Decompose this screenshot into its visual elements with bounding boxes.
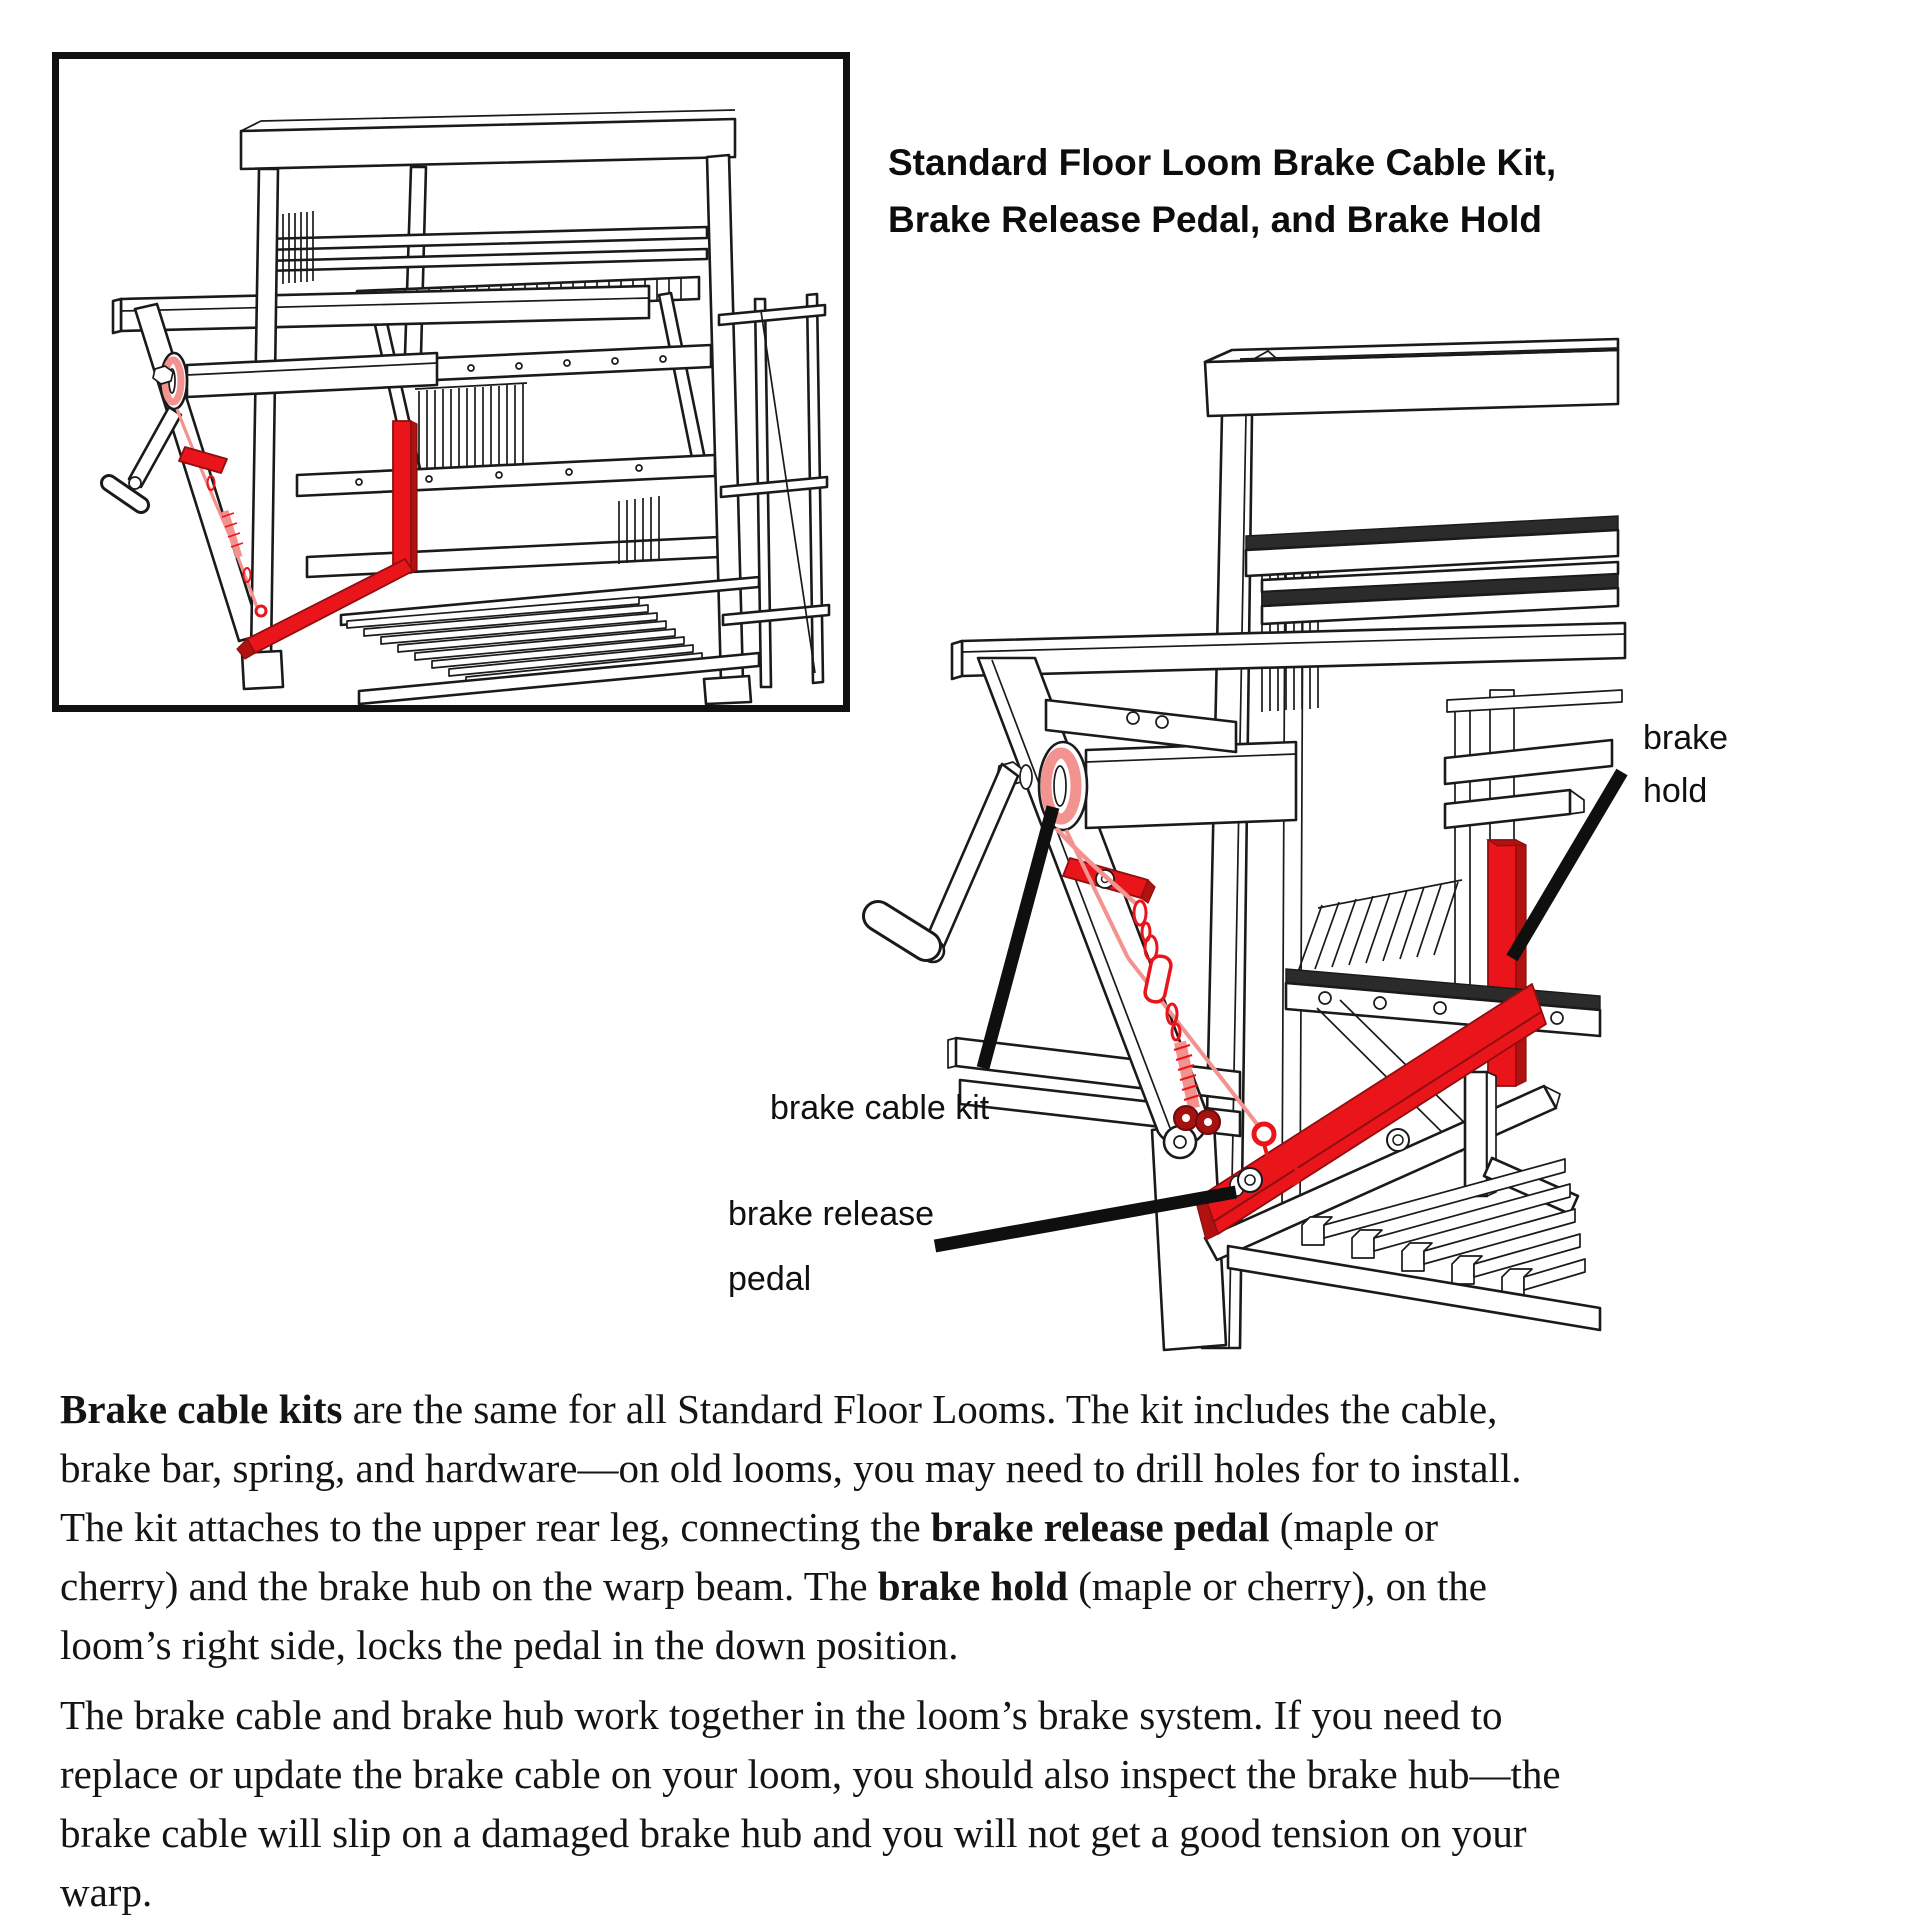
page-title: Standard Floor Loom Brake Cable Kit, Bra… [888, 134, 1668, 248]
page-title-line1: Standard Floor Loom Brake Cable Kit, [888, 142, 1557, 183]
brake-cable-kit-label: brake cable kit [770, 1089, 990, 1127]
brake-hold-callout-line [1506, 768, 1628, 962]
brake-release-pedal-callout-line [933, 1185, 1238, 1253]
body-text: Brake cable kits are the same for all St… [60, 1380, 1565, 1920]
paragraph-brake-cable-kits: Brake cable kits are the same for all St… [60, 1386, 1522, 1668]
inset-brake-highlights [175, 408, 418, 660]
crank-handle [862, 762, 1020, 964]
brake-release-pedal-label-line1: brake release [728, 1195, 935, 1233]
warp-beam-and-leg [862, 656, 1298, 1160]
paragraph-brake-system: The brake cable and brake hub work toget… [60, 1692, 1561, 1915]
brake-release-pedal-label: brake release pedal [728, 1182, 934, 1312]
inset-overview-box [52, 52, 850, 712]
brake-cable-kit-callout-line [976, 805, 1060, 1070]
lower-frame-and-treadles [1203, 879, 1602, 1332]
inset-loom-frame [100, 109, 831, 706]
brake-hold-label: brake hold [1643, 712, 1728, 818]
inset-loom-drawing [100, 109, 831, 706]
brake-release-pedal-label-line2: pedal [728, 1260, 812, 1298]
main-loom-drawing [862, 337, 1628, 1352]
brake-hold-label-line1: brake [1643, 719, 1729, 757]
brake-cable-kit-parts [1054, 826, 1262, 1135]
brake-hold-label-line2: hold [1643, 772, 1708, 810]
page-title-line2: Brake Release Pedal, and Brake Hold [888, 199, 1542, 240]
brake-cable [1054, 826, 1262, 1135]
treadles [1301, 1158, 1586, 1298]
